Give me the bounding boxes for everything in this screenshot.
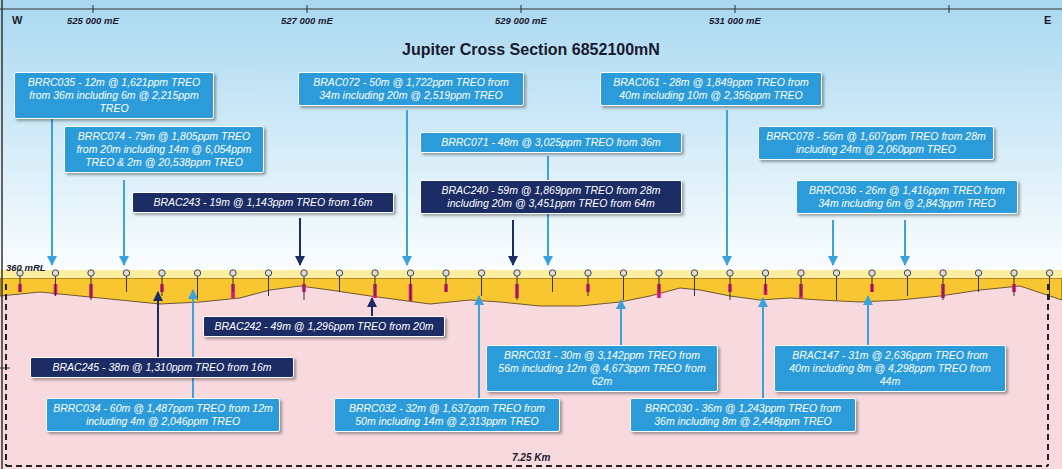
callout-text: BRAC061 - 28m @ 1,849ppm TREO from 40m i…: [607, 76, 815, 102]
callout-text: BRRC035 - 12m @ 1,621ppm TREO from 36m i…: [21, 76, 207, 115]
assay-callout: BRRC074 - 79m @ 1,805ppm TREO from 20m i…: [64, 126, 264, 173]
assay-callout: BRRC078 - 56m @ 1,607ppm TREO from 28m i…: [758, 126, 994, 160]
callout-text: BRRC078 - 56m @ 1,607ppm TREO from 28m i…: [765, 130, 987, 156]
easting-label: 531 000 mE: [709, 15, 761, 26]
callout-text: BRAC245 - 38m @ 1,310ppm TREO from 16m: [37, 361, 287, 374]
compass-label: E: [1044, 14, 1051, 26]
assay-callout: BRAC072 - 50m @ 1,722ppm TREO from 34m i…: [298, 72, 524, 106]
callout-text: BRAC240 - 59m @ 1,869ppm TREO from 28m i…: [427, 184, 675, 210]
callout-text: BRRC036 - 26m @ 1,416ppm TREO from 34m i…: [803, 184, 1011, 210]
callout-text: BRRC030 - 36m @ 1,243ppm TREO from 36m i…: [637, 402, 849, 428]
callout-text: BRRC032 - 32m @ 1,637ppm TREO from 50m i…: [341, 402, 553, 428]
assay-callout: BRRC032 - 32m @ 1,637ppm TREO from 50m i…: [334, 398, 560, 432]
callout-text: BRAC072 - 50m @ 1,722ppm TREO from 34m i…: [305, 76, 517, 102]
callout-text: BRAC243 - 19m @ 1,143ppm TREO from 16m: [139, 196, 387, 209]
assay-callout: BRAC245 - 38m @ 1,310ppm TREO from 16m: [30, 357, 294, 378]
section-title: Jupiter Cross Section 6852100mN: [402, 41, 660, 59]
easting-label: 529 000 mE: [495, 15, 547, 26]
easting-label: 527 000 mE: [281, 15, 333, 26]
assay-callout: BRRC034 - 60m @ 1,487ppm TREO from 12m i…: [46, 398, 280, 432]
assay-callout: BRAC242 - 49m @ 1,296ppm TREO from 20m: [203, 316, 445, 337]
scale-label: 7.25 Km: [512, 452, 550, 463]
elevation-label: 360 mRL: [6, 262, 46, 273]
callout-text: BRAC242 - 49m @ 1,296ppm TREO from 20m: [210, 320, 438, 333]
assay-callout: BRAC061 - 28m @ 1,849ppm TREO from 40m i…: [600, 72, 822, 106]
callout-text: BRAC147 - 31m @ 2,636ppm TREO from 40m i…: [781, 349, 999, 388]
easting-label: 525 000 mE: [67, 15, 119, 26]
callout-text: BRRC034 - 60m @ 1,487ppm TREO from 12m i…: [53, 402, 273, 428]
assay-callout: BRRC036 - 26m @ 1,416ppm TREO from 34m i…: [796, 180, 1018, 214]
assay-callout: BRRC031 - 30m @ 3,142ppm TREO from 56m i…: [486, 345, 718, 392]
compass-label: W: [12, 14, 22, 26]
callout-text: BRRC071 - 48m @ 3,025ppm TREO from 36m: [427, 136, 675, 149]
assay-callout: BRRC030 - 36m @ 1,243ppm TREO from 36m i…: [630, 398, 856, 432]
callout-text: BRRC031 - 30m @ 3,142ppm TREO from 56m i…: [493, 349, 711, 388]
assay-callout: BRRC071 - 48m @ 3,025ppm TREO from 36m: [420, 132, 682, 153]
assay-callout: BRAC240 - 59m @ 1,869ppm TREO from 28m i…: [420, 180, 682, 214]
callout-text: BRRC074 - 79m @ 1,805ppm TREO from 20m i…: [71, 130, 257, 169]
assay-callout: BRRC035 - 12m @ 1,621ppm TREO from 36m i…: [14, 72, 214, 119]
assay-callout: BRAC147 - 31m @ 2,636ppm TREO from 40m i…: [774, 345, 1006, 392]
assay-callout: BRAC243 - 19m @ 1,143ppm TREO from 16m: [132, 192, 394, 213]
